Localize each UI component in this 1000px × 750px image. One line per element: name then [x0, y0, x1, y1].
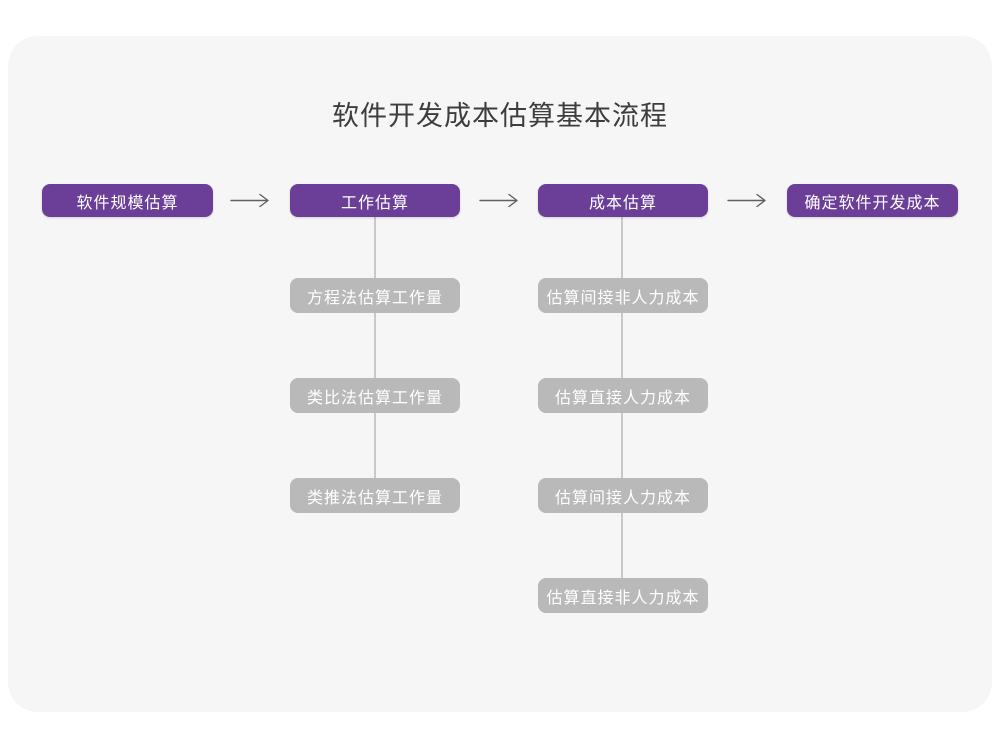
sub-node-label: 估算间接人力成本 — [554, 489, 691, 507]
sub-node-direct-labor-cost: 估算直接人力成本 — [538, 378, 708, 413]
stage-node-work-estimation: 工作估算 — [290, 184, 460, 217]
right-arrow-icon — [230, 193, 269, 208]
sub-node-extrapolation-method: 类推法估算工作量 — [290, 478, 460, 513]
sub-node-direct-nonlabor-cost: 估算直接非人力成本 — [538, 578, 708, 613]
sub-node-label: 类比法估算工作量 — [306, 389, 443, 407]
stage-node-software-scale-estimation: 软件规模估算 — [42, 184, 213, 217]
sub-node-indirect-labor-cost: 估算间接人力成本 — [538, 478, 708, 513]
right-arrow-icon — [479, 193, 518, 208]
stage-node-cost-estimation: 成本估算 — [538, 184, 708, 217]
stage-node-label: 成本估算 — [588, 194, 657, 212]
sub-node-label: 方程法估算工作量 — [306, 289, 443, 307]
stage-node-determine-cost: 确定软件开发成本 — [787, 184, 958, 217]
sub-node-label: 估算直接非人力成本 — [546, 589, 700, 607]
connector-line-work — [374, 217, 376, 495]
diagram-card — [8, 36, 992, 712]
sub-node-label: 类推法估算工作量 — [306, 489, 443, 507]
sub-node-analogy-method: 类比法估算工作量 — [290, 378, 460, 413]
sub-node-equation-method: 方程法估算工作量 — [290, 278, 460, 313]
sub-node-label: 估算间接非人力成本 — [546, 289, 700, 307]
right-arrow-icon — [727, 193, 766, 208]
sub-node-label: 估算直接人力成本 — [554, 389, 691, 407]
stage-node-label: 工作估算 — [340, 194, 409, 212]
stage-node-label: 确定软件开发成本 — [804, 194, 941, 212]
stage-node-label: 软件规模估算 — [76, 194, 179, 212]
diagram-title: 软件开发成本估算基本流程 — [332, 101, 668, 131]
sub-node-indirect-nonlabor-cost: 估算间接非人力成本 — [538, 278, 708, 313]
